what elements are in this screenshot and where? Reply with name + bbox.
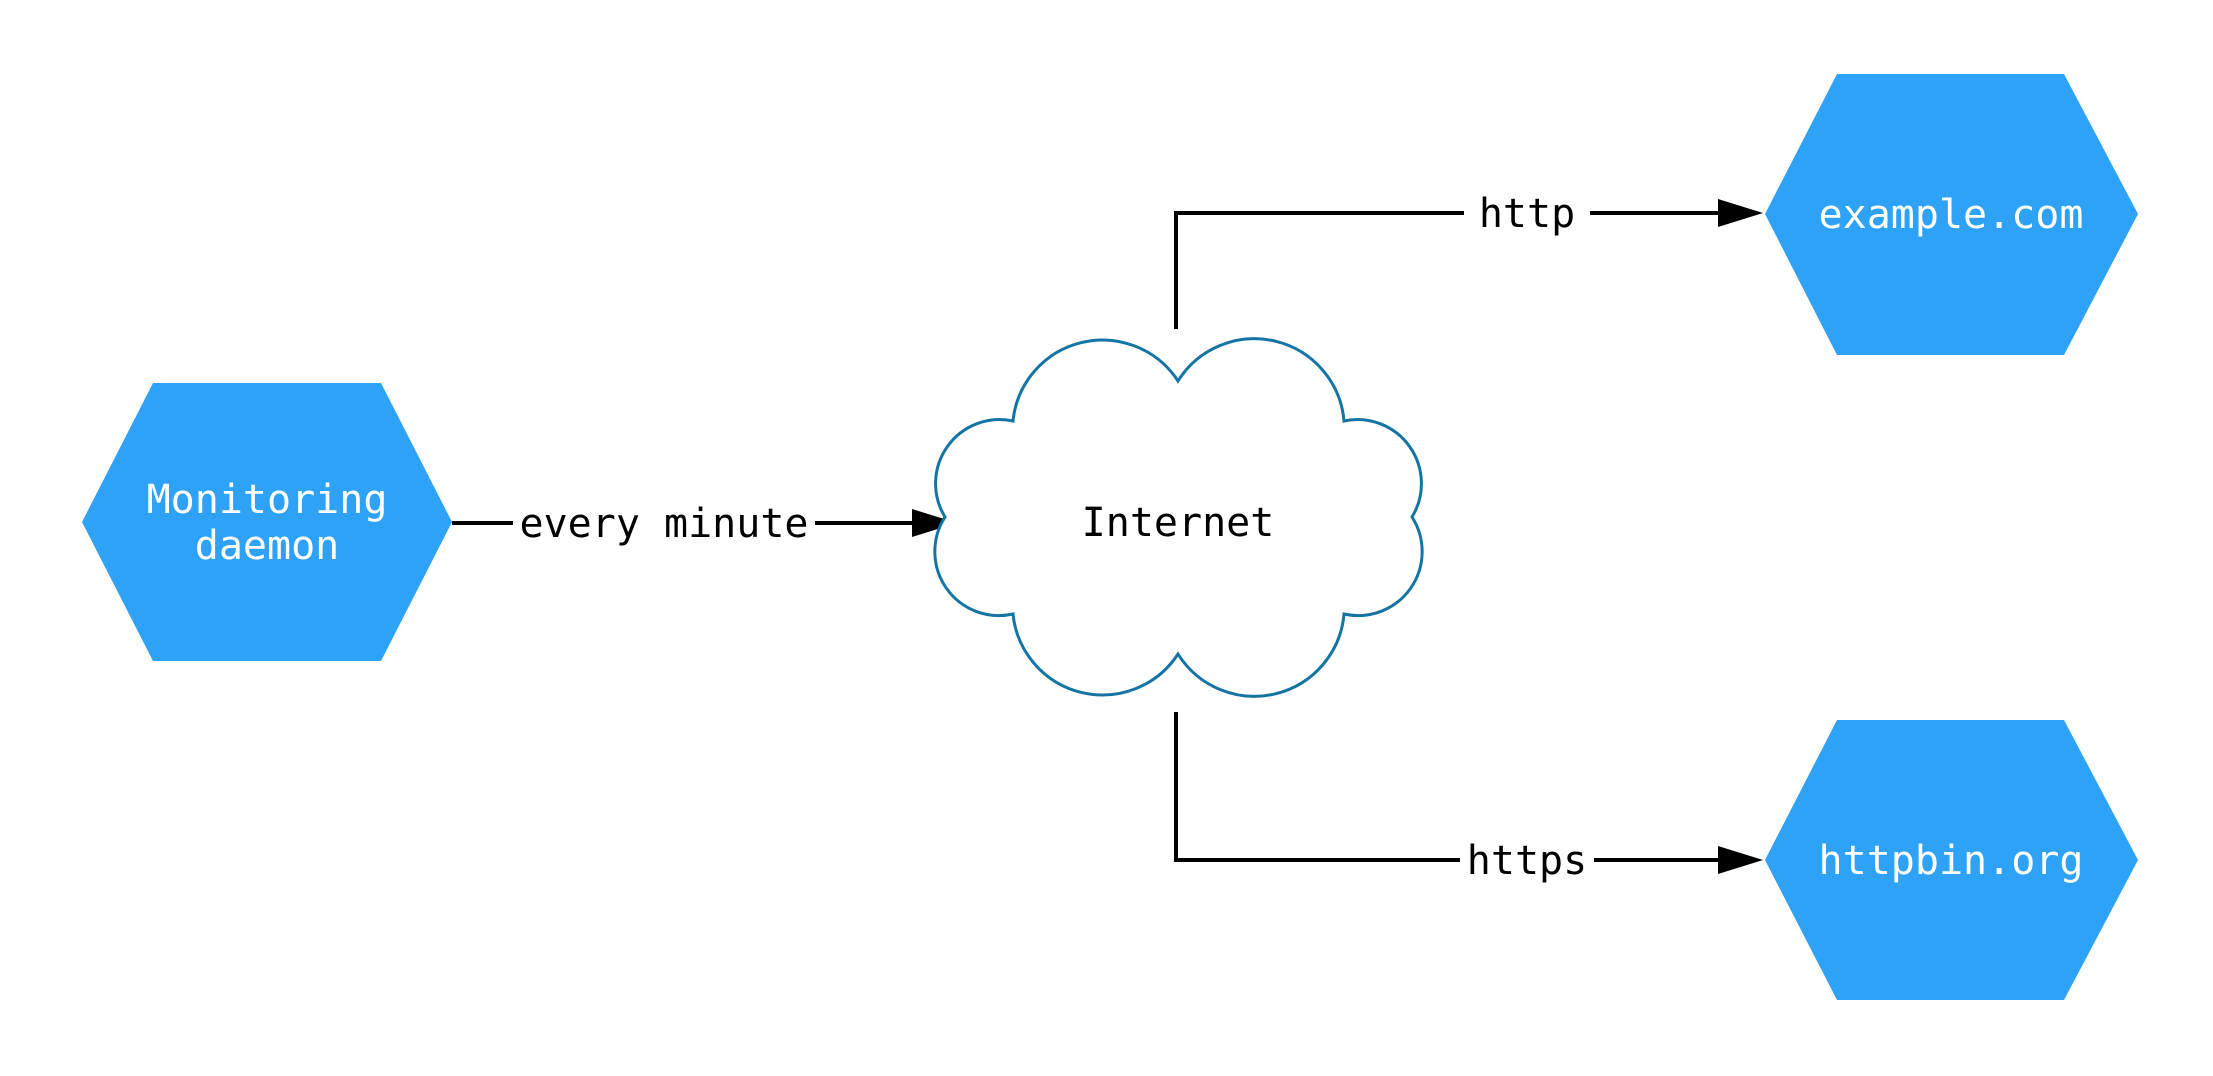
edge-http-label: http xyxy=(1479,191,1575,237)
edge-https-elbow xyxy=(1174,712,1460,862)
edge-every-minute: every minute xyxy=(452,501,957,547)
monitoring-daemon-label-line1: Monitoring xyxy=(147,477,388,523)
arrowhead-https xyxy=(1718,846,1763,874)
cloud-icon xyxy=(933,337,1424,698)
arrowhead-every-minute xyxy=(912,509,957,537)
monitoring-daemon-label-line2: daemon xyxy=(195,523,340,569)
edge-https: https xyxy=(1174,712,1763,884)
hexagon-monitoring-daemon xyxy=(82,383,452,661)
edge-every-minute-label: every minute xyxy=(520,501,809,547)
edge-https-label: https xyxy=(1467,838,1587,884)
hexagon-httpbin-org xyxy=(1765,720,2138,1000)
hexagon-example-com xyxy=(1765,74,2138,355)
internet-label: Internet xyxy=(1082,500,1275,546)
node-httpbin-org: httpbin.org xyxy=(1765,720,2138,1000)
edge-http: http xyxy=(1174,191,1763,329)
arrowhead-http xyxy=(1718,199,1763,227)
edge-http-elbow xyxy=(1174,211,1464,329)
node-internet: Internet xyxy=(933,337,1424,698)
node-monitoring-daemon: Monitoring daemon xyxy=(82,383,452,661)
httpbin-org-label: httpbin.org xyxy=(1819,838,2084,884)
node-example-com: example.com xyxy=(1765,74,2138,355)
example-com-label: example.com xyxy=(1819,192,2084,238)
